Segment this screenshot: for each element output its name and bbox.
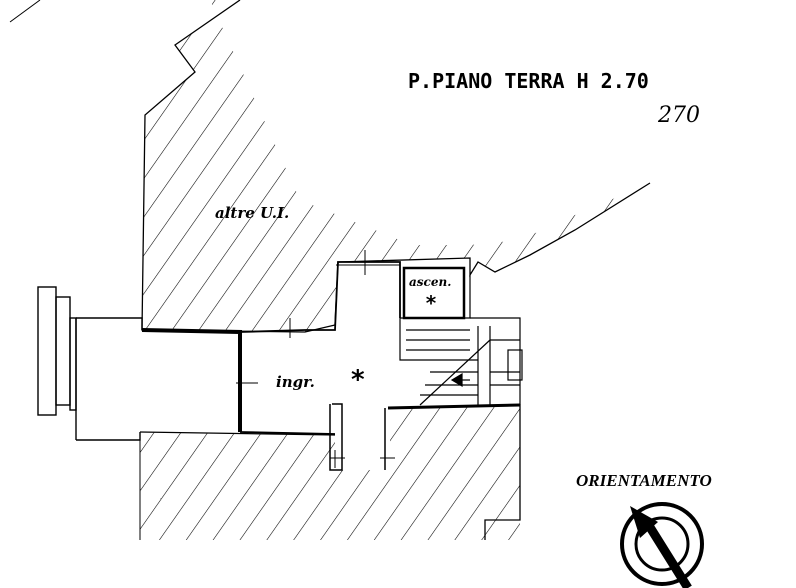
plan-title: P.PIANO TERRA H 2.70	[408, 69, 649, 93]
staircase	[399, 275, 523, 406]
hatched-area-other-units	[9, 0, 651, 333]
external-steps-left	[37, 286, 143, 441]
compass-north-arrow-icon	[620, 502, 704, 588]
elevator-marker: *	[425, 291, 437, 315]
orientation-label: ORIENTAMENTO	[576, 471, 712, 490]
entrance-room-walls	[141, 250, 521, 471]
hatched-area-lower	[139, 404, 521, 540]
entrance-marker: *	[350, 365, 366, 395]
label-other-units: altre U.I.	[215, 204, 289, 222]
height-handwritten-note: 270	[657, 103, 700, 128]
label-elevator: ascen.	[409, 275, 451, 289]
label-entrance: ingr.	[276, 373, 315, 391]
